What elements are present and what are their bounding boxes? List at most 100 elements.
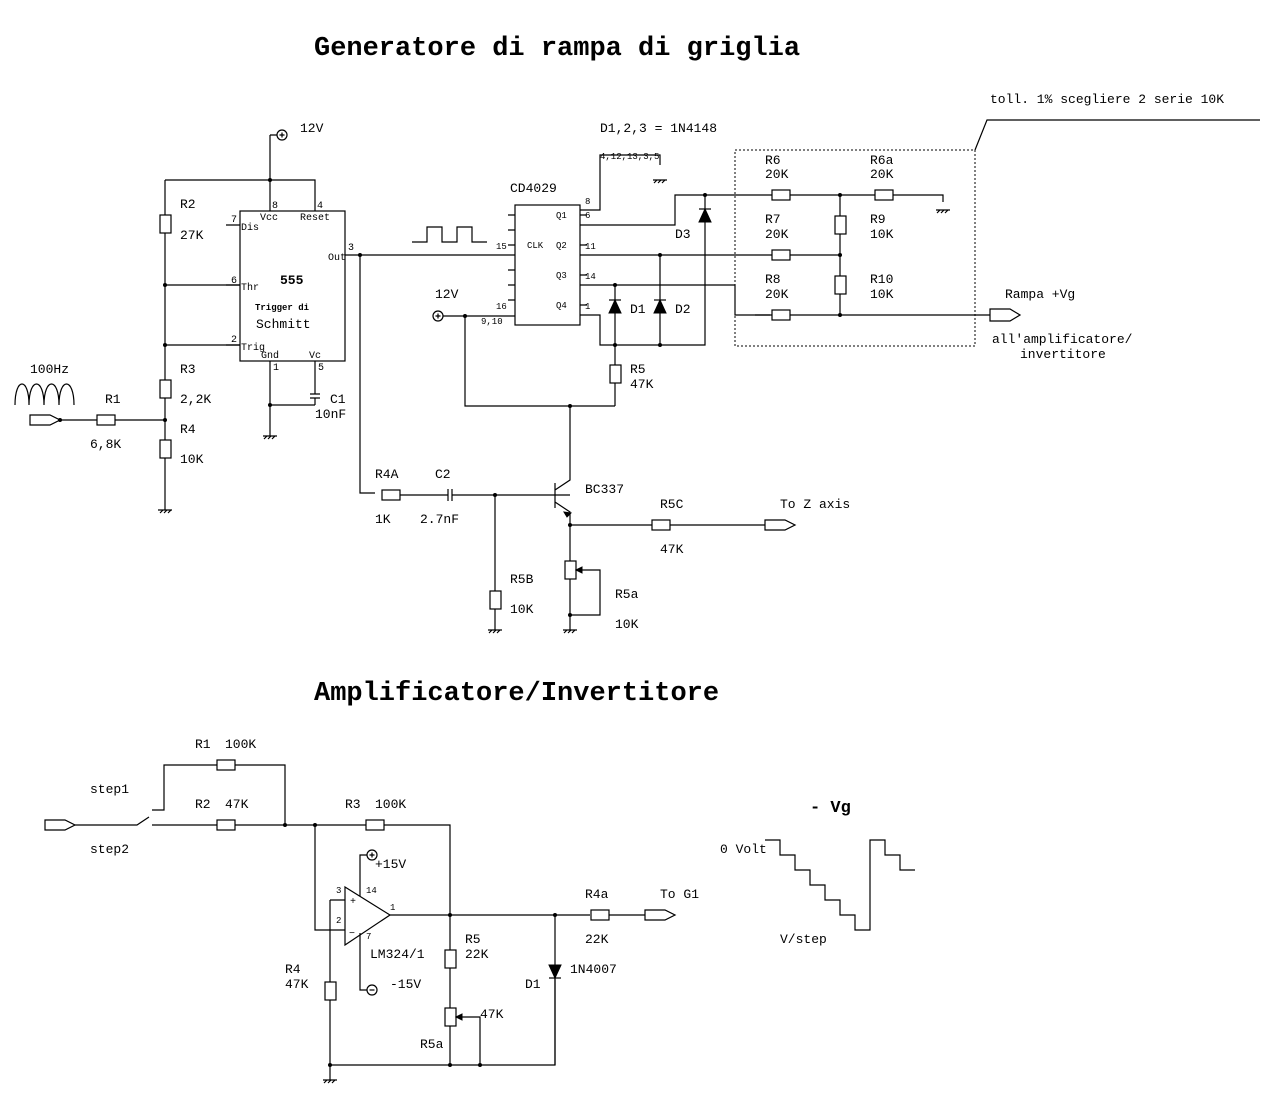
- svg-text:−: −: [349, 929, 355, 940]
- r1-name: R1: [105, 392, 121, 407]
- cd4029-label: CD4029: [510, 181, 557, 196]
- svg-text:Q2: Q2: [556, 241, 567, 251]
- resistor-r4a: [381, 489, 401, 501]
- svg-text:8: 8: [272, 201, 278, 212]
- ground-icon: [488, 629, 502, 634]
- c1-value: 10nF: [315, 407, 346, 422]
- sine-wave-icon: [14, 383, 75, 406]
- resistor-r4: [159, 439, 172, 459]
- d1-label: D1: [630, 302, 646, 317]
- amp-input-connector[interactable]: [44, 819, 77, 831]
- d3-label: D3: [675, 227, 691, 242]
- svg-text:2: 2: [336, 916, 341, 926]
- opamp-lm324: + − 3 2 1 14 7: [314, 825, 395, 1065]
- r6a-name: R6a: [870, 153, 894, 168]
- ic-555: Vcc Reset 8 4 7 Dis 6 Thr 2 Trig 555 Tri…: [226, 201, 354, 374]
- r5b-value: 10K: [510, 602, 534, 617]
- c1-name: C1: [330, 392, 346, 407]
- amp-r4-value: 47K: [285, 977, 309, 992]
- amp-r5-value: 22K: [465, 947, 489, 962]
- ground-icon: [563, 629, 577, 634]
- amp-r4a-value: 22K: [585, 932, 609, 947]
- svg-text:Reset: Reset: [300, 213, 330, 224]
- r2-value: 27K: [180, 228, 204, 243]
- svg-text:Thr: Thr: [241, 282, 259, 294]
- resistor-amp-r2: [216, 819, 236, 831]
- svg-text:1: 1: [273, 363, 279, 374]
- r5a-name: R5a: [615, 587, 639, 602]
- svg-text:8: 8: [585, 197, 590, 207]
- svg-text:Q3: Q3: [556, 271, 567, 281]
- r8-name: R8: [765, 272, 781, 287]
- vpos-icon: [366, 849, 378, 861]
- amp-r1-name: R1: [195, 737, 211, 752]
- r8-value: 20K: [765, 287, 789, 302]
- r9-value: 10K: [870, 227, 894, 242]
- resistor-amp-r3: [365, 819, 385, 831]
- svg-text:Q1: Q1: [556, 211, 567, 221]
- cd4029-supply-label: 12V: [435, 287, 459, 302]
- step1-label[interactable]: step1: [90, 782, 129, 797]
- r5b-name: R5B: [510, 572, 534, 587]
- resistor-r10: [834, 275, 847, 295]
- r4-value: 10K: [180, 452, 204, 467]
- svg-text:1: 1: [390, 903, 395, 913]
- z-axis-label: To Z axis: [780, 497, 850, 512]
- amp-r5a-name: R5a: [420, 1037, 444, 1052]
- resistor-r6: [771, 189, 791, 201]
- r10-name: R10: [870, 272, 893, 287]
- step2-label[interactable]: step2: [90, 842, 129, 857]
- waveform-step-label: V/step: [780, 932, 827, 947]
- c2-value: 2.7nF: [420, 512, 459, 527]
- title-amplifier: Amplificatore/Invertitore: [314, 679, 719, 709]
- resistor-amp-r5: [444, 949, 457, 969]
- precision-resistor-network: [734, 149, 976, 347]
- resistor-amp-r1: [216, 759, 236, 771]
- ic555-label: 555: [280, 273, 304, 288]
- amp-d1-name: D1: [525, 977, 541, 992]
- svg-text:6: 6: [231, 276, 237, 287]
- r5c-value: 47K: [660, 542, 684, 557]
- c2-name: C2: [435, 467, 451, 482]
- diode-d1: [608, 298, 622, 314]
- ground-icon: [158, 509, 172, 514]
- svg-text:7: 7: [366, 932, 371, 942]
- r9-name: R9: [870, 212, 886, 227]
- diode-note: D1,2,3 = 1N4148: [600, 121, 717, 136]
- tolerance-note: toll. 1% scegliere 2 serie 10K: [990, 92, 1224, 107]
- resistor-r2: [159, 214, 172, 234]
- r5c-name: R5C: [660, 497, 684, 512]
- svg-text:14: 14: [585, 272, 596, 282]
- amp-r1-value: 100K: [225, 737, 256, 752]
- supply-12v-555: 12V: [269, 121, 324, 180]
- r3-value: 2,2K: [180, 392, 211, 407]
- ramp-output-label: Rampa +Vg: [1005, 287, 1075, 302]
- z-axis-output-connector[interactable]: [764, 519, 797, 531]
- ramp-dest-label-2: invertitore: [1020, 347, 1106, 362]
- waveform-title: - Vg: [810, 799, 851, 818]
- r7-value: 20K: [765, 227, 789, 242]
- svg-text:3: 3: [348, 243, 354, 254]
- amp-r3-name: R3: [345, 797, 361, 812]
- ground-icon: [263, 435, 277, 440]
- svg-text:Trig: Trig: [241, 342, 265, 354]
- input-connector-icon[interactable]: [29, 414, 62, 426]
- opamp-label: LM324/1: [370, 947, 425, 962]
- g1-output-connector[interactable]: [644, 909, 677, 921]
- amp-d1-value: 1N4007: [570, 962, 617, 977]
- ramp-output-connector[interactable]: [989, 308, 1022, 322]
- r4-name: R4: [180, 422, 196, 437]
- waveform-zero-label: 0 Volt: [720, 842, 767, 857]
- potentiometer-amp-r5a: [444, 1007, 457, 1027]
- amp-input-wiring: [75, 764, 451, 910]
- ground-icon: [653, 179, 667, 184]
- ramp-dest-label-1: all'amplificatore/: [992, 332, 1133, 347]
- resistor-amp-r4: [324, 981, 337, 1001]
- svg-text:Dis: Dis: [241, 222, 259, 234]
- r6a-value: 20K: [870, 167, 894, 182]
- svg-text:15: 15: [496, 242, 507, 252]
- svg-text:Vcc: Vcc: [260, 213, 278, 224]
- svg-text:9,10: 9,10: [481, 317, 503, 327]
- diode-amp-d1: [548, 964, 562, 980]
- r6-name: R6: [765, 153, 781, 168]
